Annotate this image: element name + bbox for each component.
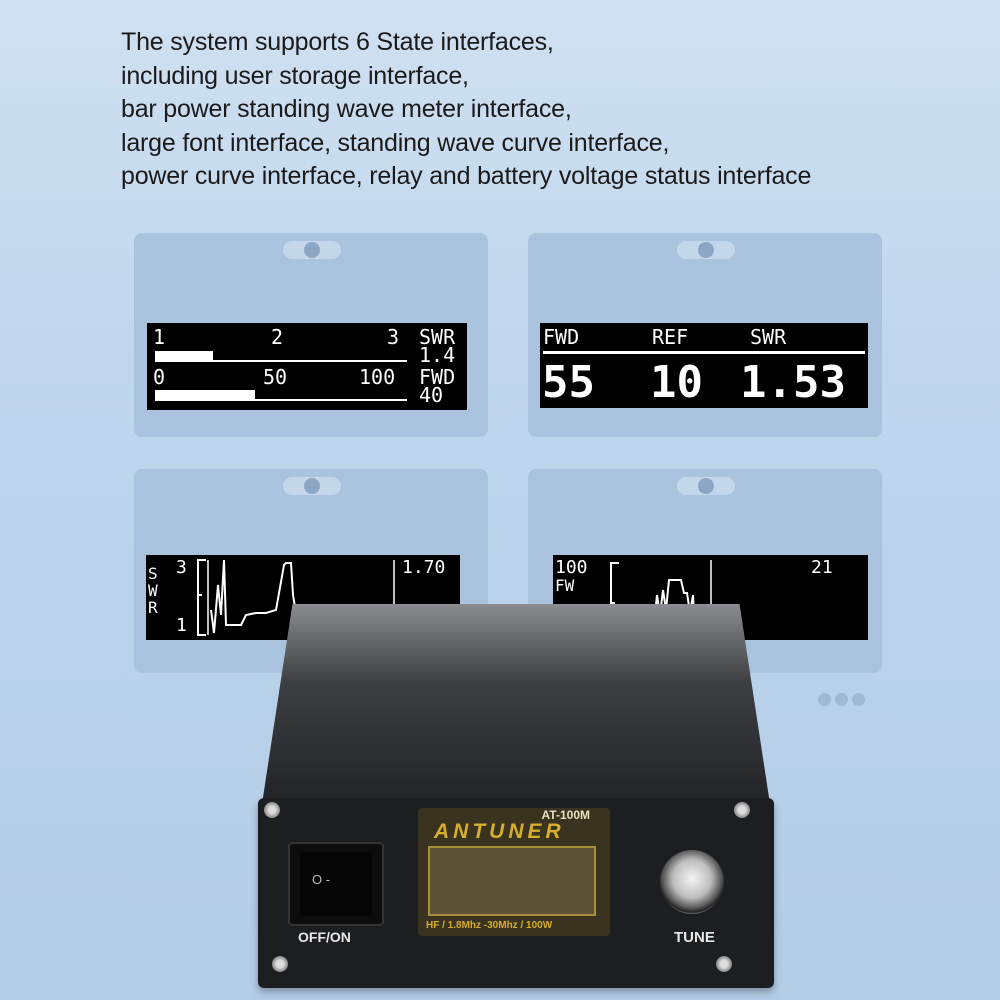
y-max: 100	[555, 557, 588, 578]
headline-line: power curve interface, relay and battery…	[121, 162, 812, 190]
power-switch[interactable]: O -	[288, 842, 384, 926]
swr-curve-card: SWR 3 1 1.70	[134, 469, 488, 673]
brand-logo: ANTUNER	[434, 820, 565, 843]
swr-value: 1.70	[402, 557, 446, 578]
fwd-header: FWD	[543, 325, 580, 349]
switch-glyphs: O -	[300, 852, 372, 916]
tick: 0	[153, 365, 166, 389]
pager-pill	[283, 241, 341, 259]
bar-meter-lcd: 1 2 3 SWR 1.4 0 50 100 FWD 40	[147, 323, 467, 410]
device-lid	[262, 604, 770, 804]
tick: 3	[387, 325, 400, 349]
swr-bar-axis	[155, 360, 407, 362]
swr-value: 1.4	[419, 343, 456, 367]
large-font-card: FWD REF SWR 55 10 1.53	[528, 233, 882, 437]
screw-icon	[716, 956, 732, 972]
fwd-value: 40	[419, 383, 444, 407]
swr-label: SWR	[419, 325, 456, 349]
device-front-panel: O - OFF/ON AT-100M ANTUNER HF / 1.8Mhz -…	[258, 798, 774, 988]
display-window	[428, 846, 596, 916]
swr-axis-label: SWR	[148, 564, 158, 617]
headline-line: The system supports 6 State interfaces,	[121, 28, 554, 56]
spec-label: HF / 1.8Mhz -30Mhz / 100W	[426, 920, 553, 931]
tick: 50	[263, 365, 288, 389]
screw-icon	[272, 956, 288, 972]
tick: 2	[271, 325, 284, 349]
screw-icon	[734, 802, 750, 818]
model-label: AT-100M	[541, 808, 590, 822]
fwd-bar-fill	[155, 390, 255, 400]
tune-label: TUNE	[674, 929, 715, 946]
ref-header: REF	[652, 325, 689, 349]
y-min: 1	[176, 615, 187, 636]
switch-label: OFF/ON	[298, 929, 351, 945]
fwd-label: FWD	[419, 365, 456, 389]
pager-pill	[677, 241, 735, 259]
y-max: 3	[176, 557, 187, 578]
tick: 100	[359, 365, 396, 389]
divider	[543, 351, 865, 354]
pager-pill	[283, 477, 341, 495]
pager-pill	[677, 477, 735, 495]
headline-line: bar power standing wave meter interface,	[121, 95, 572, 123]
fwd-value: 55	[542, 357, 595, 408]
pagination-dots	[818, 693, 869, 711]
headline-line: large font interface, standing wave curv…	[121, 128, 670, 157]
power-value: 21	[811, 557, 833, 578]
device-display: AT-100M ANTUNER HF / 1.8Mhz -30Mhz / 100…	[418, 808, 610, 936]
headline: The system supports 6 State interfaces, …	[121, 26, 811, 194]
power-axis-label: FW	[555, 576, 575, 595]
fwd-bar-axis	[155, 399, 407, 401]
bar-meter-card: 1 2 3 SWR 1.4 0 50 100 FWD 40	[134, 233, 488, 437]
swr-header: SWR	[750, 325, 787, 349]
large-font-lcd: FWD REF SWR 55 10 1.53	[540, 323, 868, 408]
swr-value: 1.53	[740, 357, 846, 408]
swr-bar-fill	[155, 351, 213, 361]
ref-value: 10	[650, 357, 703, 408]
tune-button[interactable]	[660, 850, 724, 914]
screw-icon	[264, 802, 280, 818]
tick: 1	[153, 325, 166, 349]
headline-line: including user storage interface,	[121, 61, 469, 90]
